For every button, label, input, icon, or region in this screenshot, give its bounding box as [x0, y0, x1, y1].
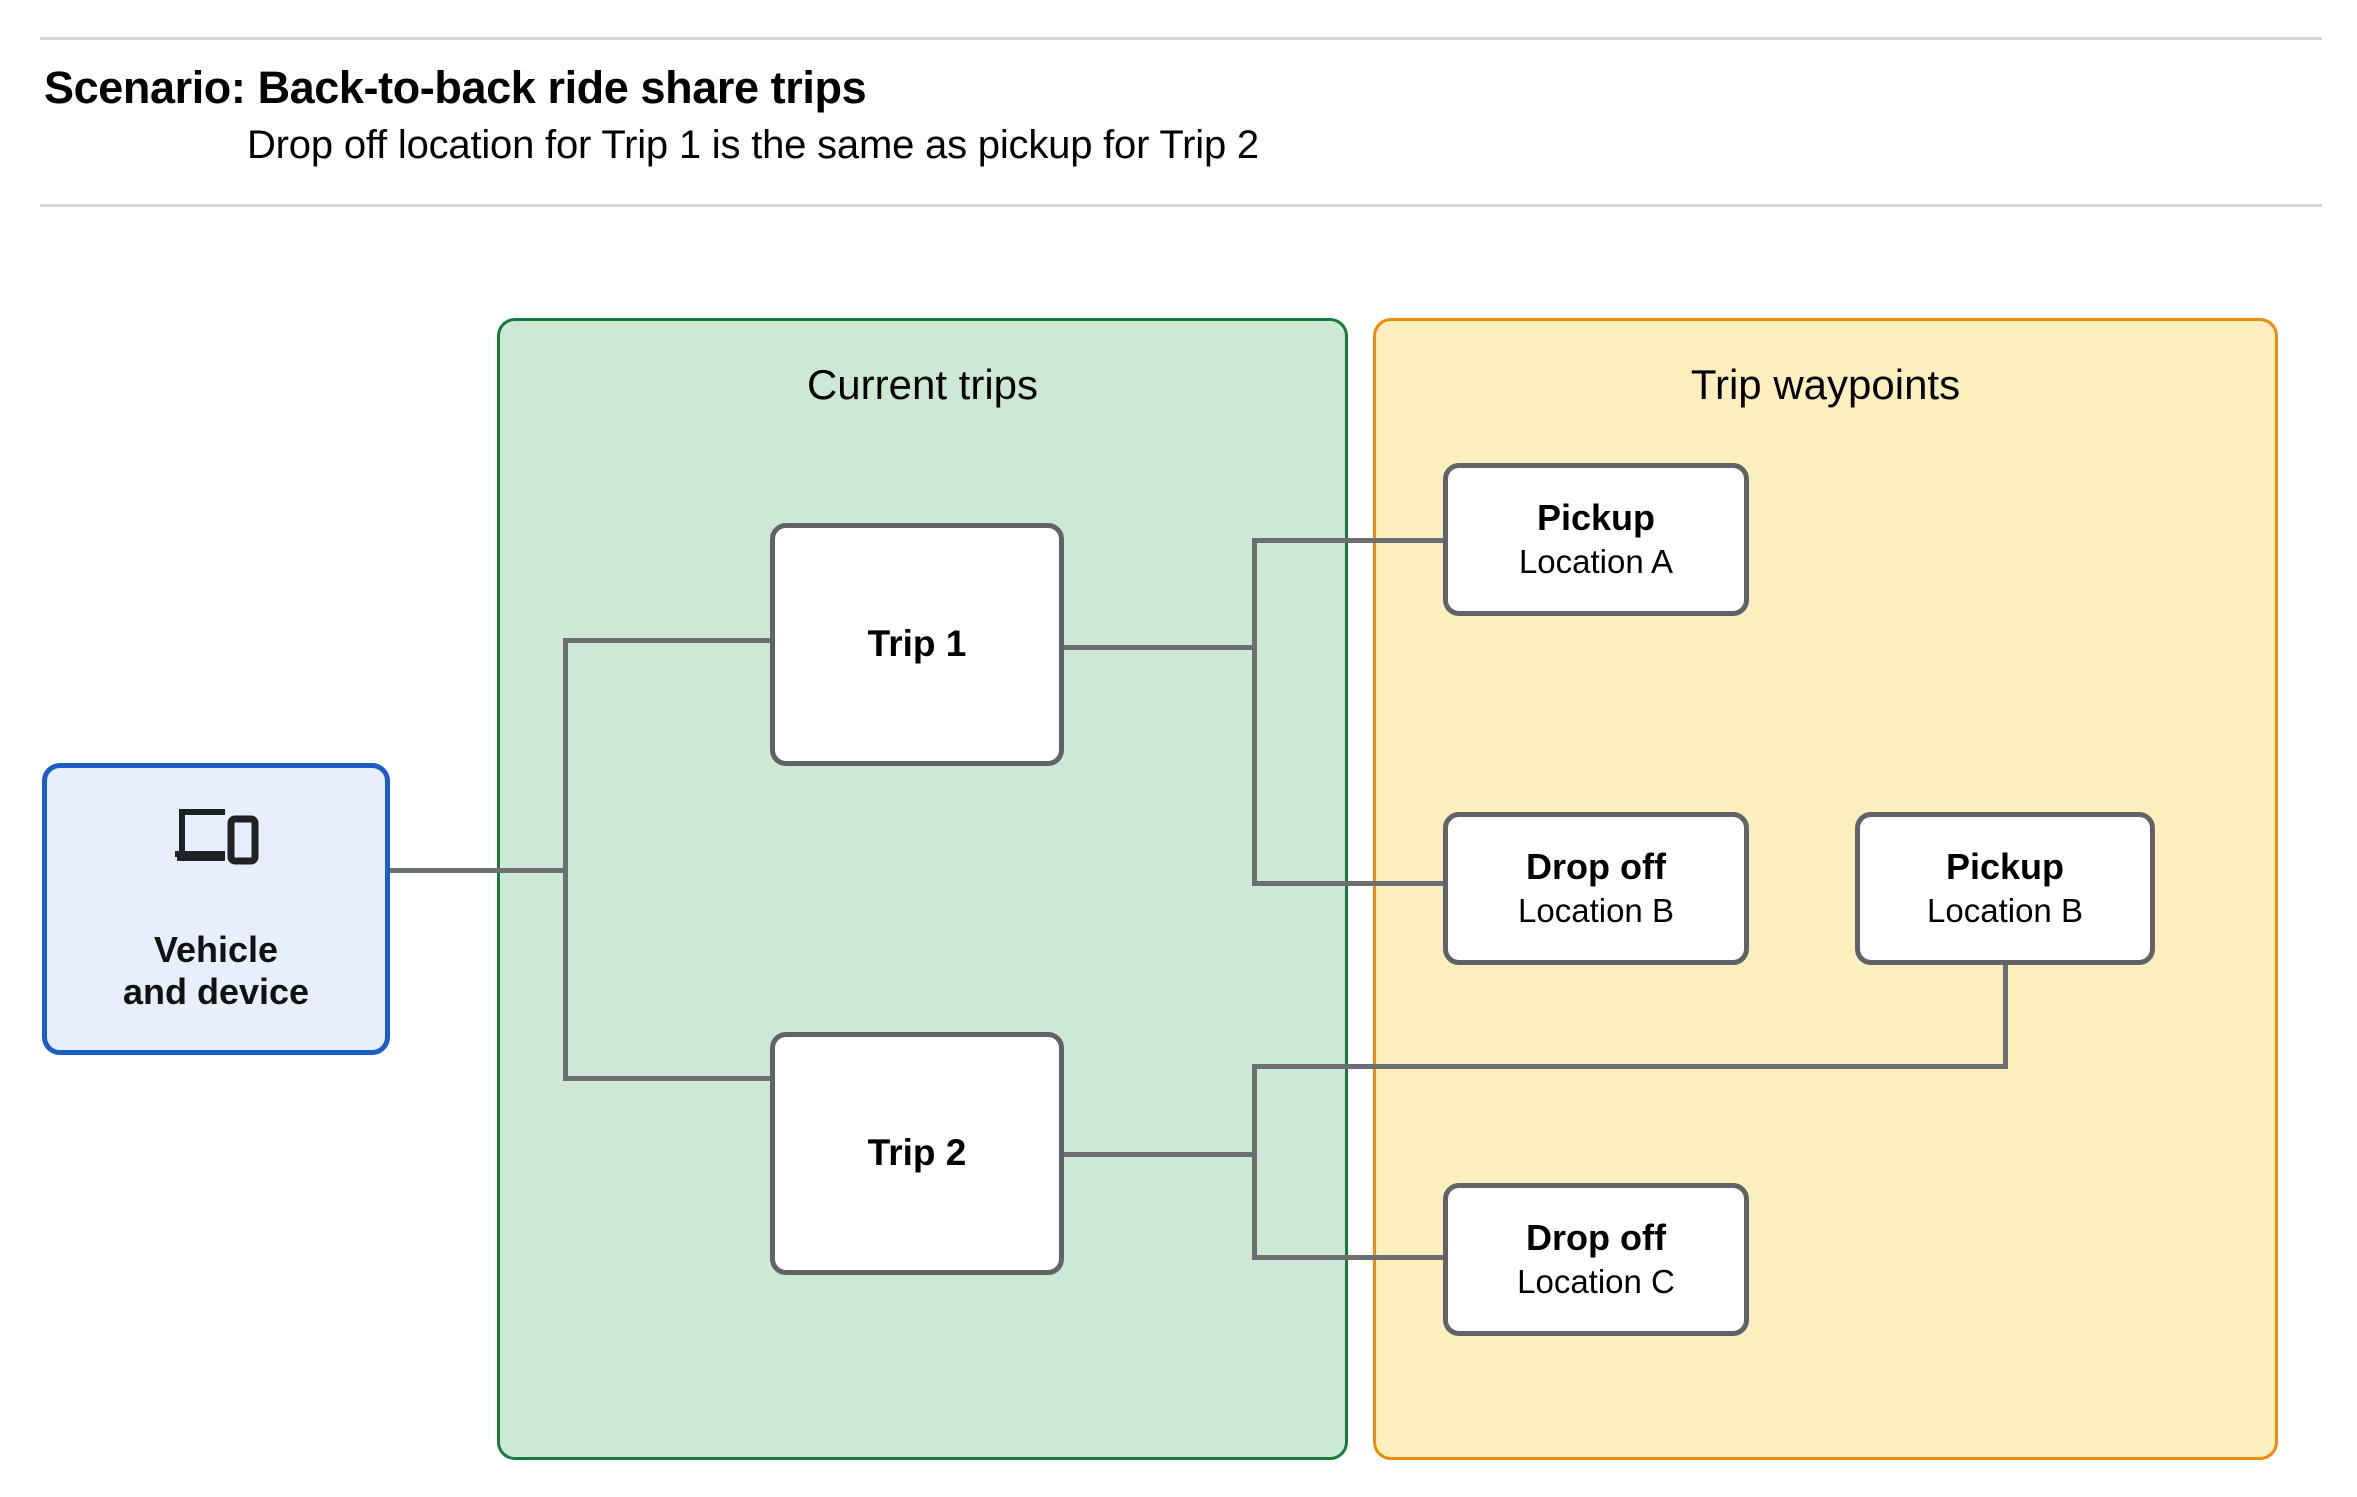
group-current-trips-title: Current trips	[806, 361, 1039, 408]
connector-branch-spine	[563, 638, 568, 1081]
connector-trip1-spine	[1252, 538, 1257, 886]
vehicle-and-device-label: Vehicle and device	[122, 928, 310, 1012]
connector-trip1-to-pickup-a	[1252, 538, 1448, 543]
waypoint-type-label: Drop off	[1526, 846, 1666, 887]
waypoint-dropoff-location-b[interactable]: Drop off Location B	[1443, 812, 1749, 965]
connector-trip1-to-dropoff-b	[1252, 881, 1448, 886]
devices-icon	[173, 805, 259, 867]
connector-vehicle-to-branch	[388, 868, 568, 873]
trip-2-node[interactable]: Trip 2	[770, 1032, 1064, 1275]
header-divider-top	[40, 37, 2322, 40]
waypoint-type-label: Drop off	[1526, 1217, 1666, 1258]
connector-trip2-spine	[1252, 1064, 1257, 1260]
connector-pickup-b-drop	[2003, 962, 2008, 1069]
waypoint-location-label: Location B	[1518, 892, 1674, 930]
waypoint-location-label: Location B	[1927, 892, 2083, 930]
group-current-trips: Current trips	[497, 318, 1348, 1460]
group-trip-waypoints-title: Trip waypoints	[1690, 361, 1961, 408]
page-title: Scenario: Back-to-back ride share trips	[44, 62, 867, 113]
connector-trip2-to-pickup-b	[1252, 1064, 2008, 1069]
trip-2-label: Trip 2	[867, 1132, 967, 1174]
vehicle-and-device-node[interactable]: Vehicle and device	[42, 763, 390, 1055]
connector-trip2-to-dropoff-c	[1252, 1255, 1448, 1260]
header-divider-bottom	[40, 204, 2322, 207]
trip-1-label: Trip 1	[867, 623, 967, 665]
waypoint-type-label: Pickup	[1536, 497, 1656, 538]
connector-branch-to-trip1	[563, 638, 775, 643]
connector-trip2-out	[1059, 1152, 1255, 1157]
waypoint-dropoff-location-c[interactable]: Drop off Location C	[1443, 1183, 1749, 1336]
connector-branch-to-trip2	[563, 1076, 775, 1081]
waypoint-type-label: Pickup	[1945, 846, 2065, 887]
connector-trip1-out	[1059, 645, 1255, 650]
waypoint-location-label: Location C	[1517, 1263, 1675, 1301]
page-subtitle: Drop off location for Trip 1 is the same…	[247, 123, 1259, 167]
trip-1-node[interactable]: Trip 1	[770, 523, 1064, 766]
waypoint-pickup-location-a[interactable]: Pickup Location A	[1443, 463, 1749, 616]
waypoint-pickup-location-b[interactable]: Pickup Location B	[1855, 812, 2155, 965]
waypoint-location-label: Location A	[1518, 543, 1674, 581]
